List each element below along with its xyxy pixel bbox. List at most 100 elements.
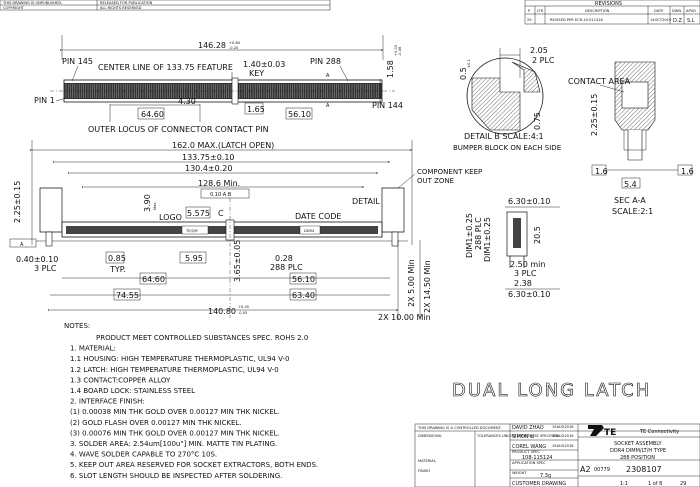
dim-3-90: 3.90 bbox=[143, 194, 152, 212]
dim-3-90-max: Max. bbox=[153, 201, 157, 210]
dim-162: 162.0 MAX.(LATCH OPEN) bbox=[172, 141, 274, 150]
revisions-table: REVISIONS P LTR DESCRIPTION DATE DWN APV… bbox=[524, 0, 700, 25]
dim-1-58-tol-minus: -0.08 bbox=[398, 46, 402, 56]
sec-aa-title: SEC A-A bbox=[614, 196, 646, 205]
notes-heading: NOTES: bbox=[64, 322, 90, 330]
dim-146-28-tol-minus: -0.20 bbox=[229, 46, 239, 50]
rev-date: 14OCT2019 bbox=[650, 18, 672, 22]
tb-size: A2 bbox=[580, 465, 591, 474]
sec-aa-scale: SCALE:2:1 bbox=[612, 207, 653, 216]
dim-1-58-tol-plus: +0.03 bbox=[394, 45, 398, 56]
header-unpublished: THIS DRAWING IS UNPUBLISHED. bbox=[2, 1, 62, 5]
rev-apvd: S.L bbox=[687, 18, 695, 24]
big-title: DUAL LONG LATCH bbox=[452, 380, 651, 401]
tb-dim-heading: DIMENSIONS: bbox=[418, 434, 442, 438]
detail-b-label: DETAIL B bbox=[352, 197, 388, 206]
side-dim-dim1-2: DIM1±0.25 bbox=[483, 217, 492, 262]
revisions-title: REVISIONS bbox=[595, 1, 622, 7]
dim-0-85: 0.85 bbox=[108, 254, 126, 263]
side-view: 6.30±0.10 DIM1±0.25 288 PLC DIM1±0.25 20… bbox=[465, 197, 560, 299]
dim-288plc: 288 PLC bbox=[270, 263, 303, 272]
side-dim-3plc: 3 PLC bbox=[514, 269, 537, 278]
detail-b-dim-2-05: 2.05 bbox=[530, 46, 548, 55]
sec-dim-1-6-right: 1.6 bbox=[681, 167, 694, 176]
dim-2x10: 2X 10.00 Min bbox=[378, 313, 431, 322]
note-item: 3. SOLDER AREA: 2.54um[100u"] MIN. MATTE… bbox=[70, 440, 277, 448]
tb-dwg-no: 2308107 bbox=[626, 465, 662, 474]
tb-weight-label: WEIGHT bbox=[512, 471, 527, 475]
side-dim-6-30-bot: 6.30±0.10 bbox=[508, 290, 550, 299]
notes-block: NOTES:PRODUCT MEET CONTROLLED SUBSTANCES… bbox=[64, 322, 318, 480]
centerline-label: CENTER LINE OF 133.75 FEATURE bbox=[98, 63, 233, 72]
key-label: KEY bbox=[249, 69, 264, 78]
rev-col-date: DATE bbox=[654, 9, 664, 13]
rev-col-apvd: APVD bbox=[686, 9, 696, 13]
tb-scale: 1:1 bbox=[620, 481, 628, 487]
dim-1-58: 1.58 bbox=[386, 60, 395, 78]
rev-p: 29 bbox=[527, 18, 532, 22]
tb-spec: 108-115124 bbox=[522, 455, 552, 461]
dim-4-30: 4.30 bbox=[178, 97, 196, 106]
te-logo: TE bbox=[588, 425, 616, 438]
dim-typ: TYP. bbox=[109, 265, 126, 274]
note-item: (3) 0.00076 MIN THK GOLD OVER 0.00127 MI… bbox=[70, 429, 280, 437]
rev-dwn: D.Z bbox=[673, 18, 682, 24]
note-item: 1.3 CONTACT:COPPER ALLOY bbox=[70, 376, 171, 384]
tb-date-3: 19AUG2016 bbox=[552, 444, 574, 448]
note-item: 1.4 BOARD LOCK: STAINLESS STEEL bbox=[70, 387, 195, 395]
outer-locus-label: OUTER LOCUS OF CONNECTOR CONTACT PIN bbox=[88, 125, 269, 134]
dim-64-60-front: 64.60 bbox=[142, 275, 165, 284]
note-item: 2. INTERFACE FINISH: bbox=[70, 398, 145, 406]
note-item: 1.1 HOUSING: HIGH TEMPERATURE THERMOPLAS… bbox=[70, 355, 289, 363]
dim-74-55: 74.55 bbox=[116, 291, 139, 300]
dim-146-28: 146.28 bbox=[198, 41, 226, 50]
note-item: 5. KEEP OUT AREA RESERVED FOR SOCKET EXT… bbox=[70, 461, 318, 469]
te-logo-text: TE bbox=[604, 428, 616, 438]
gdt-frame: 0.10 A B bbox=[210, 192, 232, 198]
note-item: 1.2 LATCH: HIGH TEMPERATURE THERMOPLASTI… bbox=[70, 366, 279, 374]
dim-0-28: 0.28 bbox=[275, 254, 293, 263]
dim-1-65: 1.65 bbox=[247, 105, 265, 114]
top-view: 146.28 +0.80 -0.20 1.40±0.03 KEY 1.58 +0… bbox=[34, 35, 403, 134]
dim-3-65: 3.65±0.05 bbox=[233, 240, 242, 282]
dim-key: 1.40±0.03 bbox=[243, 60, 285, 69]
note-item: (2) GOLD FLASH OVER 0.00127 MIN THK NICK… bbox=[70, 419, 242, 427]
dim-140-tol-minus: -0.05 bbox=[238, 311, 247, 315]
sec-dim-2-25: 2.25±0.15 bbox=[590, 94, 599, 136]
tb-cage: 00779 bbox=[594, 467, 610, 473]
pin-144-label: PIN 144 bbox=[372, 101, 403, 110]
detail-b-2-plc: 2 PLC bbox=[532, 56, 555, 65]
dim-64-60-top: 64.60 bbox=[141, 110, 164, 119]
sec-dim-5-4: 5.4 bbox=[624, 180, 637, 189]
section-aa-view: CONTACT AREA 2.25±0.15 1.6 1.6 5.4 SEC A… bbox=[568, 61, 694, 216]
side-dim-288plc: 288 PLC bbox=[474, 217, 483, 250]
tb-company: TE Connectivity bbox=[639, 429, 679, 435]
tb-dwn: DAVID ZHAO bbox=[512, 425, 544, 431]
tb-sheet: 1 of 8 bbox=[648, 481, 662, 487]
detail-b-caption: BUMPER BLOCK ON EACH SIDE bbox=[453, 144, 561, 152]
section-a-top: A bbox=[326, 73, 330, 79]
sec-dim-1-6-left: 1.6 bbox=[595, 167, 608, 176]
tb-tol-heading: TOLERANCES UNLESS OTHERWISE SPECIFIED: bbox=[476, 434, 560, 438]
dim-140-80: 140.80 bbox=[208, 307, 236, 316]
pin-288-label: PIN 288 bbox=[310, 57, 341, 66]
note-item: 1. MATERIAL: bbox=[70, 345, 116, 353]
tb-name-1: SOCKET ASSEMBLY bbox=[614, 441, 662, 447]
dim-0-40: 0.40±0.10 bbox=[16, 255, 58, 264]
detail-b-view: 2.05 2 PLC 0.5 ±0.1 0.75 DETAIL B SCALE:… bbox=[453, 46, 561, 152]
tb-date-1: 19AUG2016 bbox=[552, 425, 574, 429]
dim-56-10-top: 56.10 bbox=[288, 110, 311, 119]
section-a-bottom: A bbox=[326, 103, 330, 109]
front-view: 162.0 MAX.(LATCH OPEN) 133.75±0.10 130.4… bbox=[9, 140, 482, 322]
front-dim-2-25: 2.25±0.15 bbox=[13, 181, 22, 223]
dim-140-tol-plus: +0.45 bbox=[238, 305, 249, 309]
detail-b-dim-0-5-tol: ±0.1 bbox=[467, 59, 471, 68]
dim-130-4: 130.4±0.20 bbox=[185, 164, 232, 173]
tb-name-2: DDR4 DIMM/LT/H TYPE bbox=[610, 448, 666, 454]
rev-col-p: P bbox=[528, 9, 531, 13]
dim-133-75: 133.75±0.10 bbox=[182, 153, 235, 162]
housing-chip-text: DDR4 bbox=[304, 229, 315, 233]
datum-c: C bbox=[218, 209, 224, 218]
